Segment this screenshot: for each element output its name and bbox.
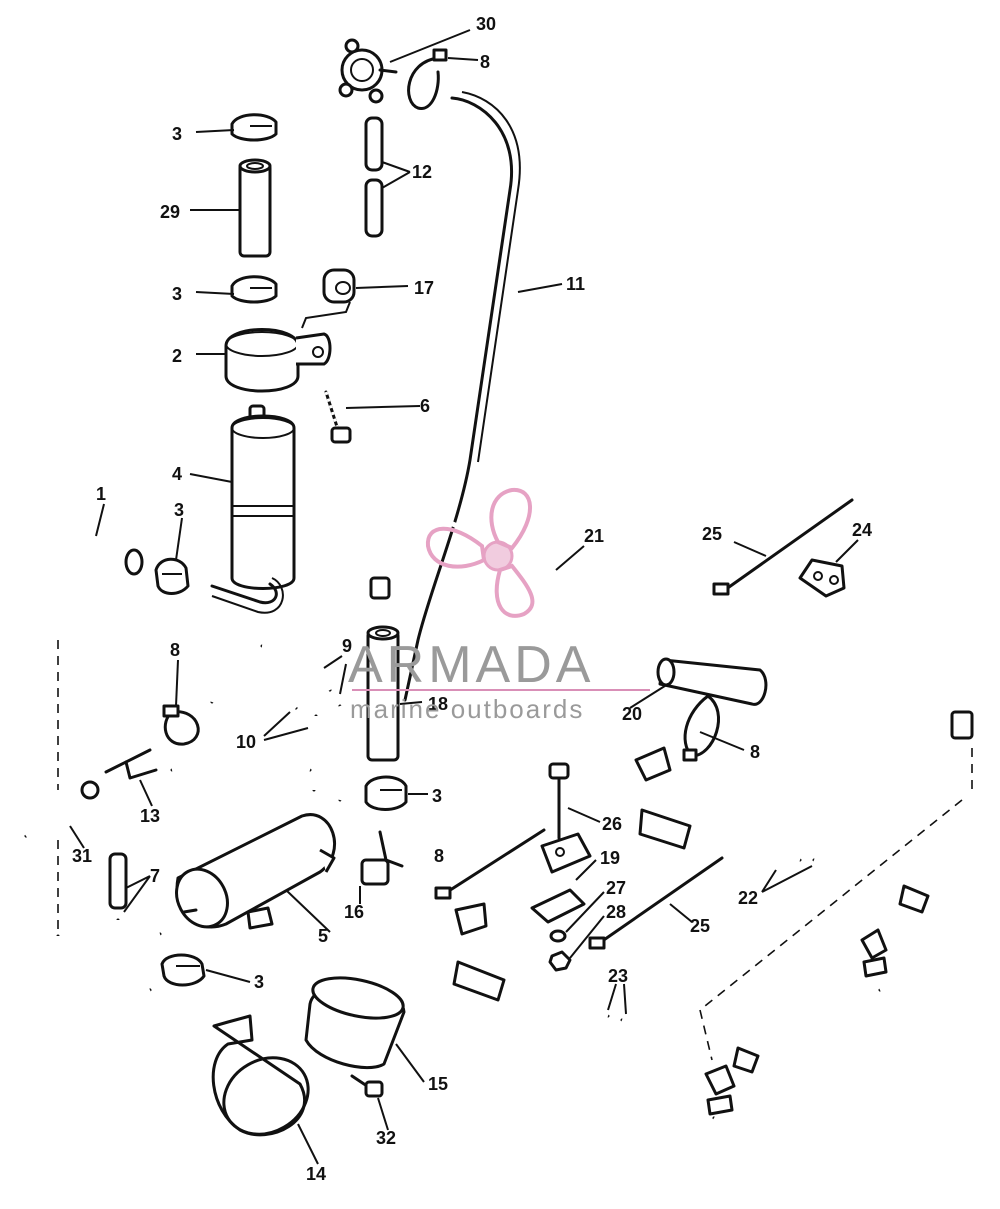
part-28-nut [548, 950, 572, 972]
callout-13: 13 [140, 806, 160, 826]
callout-26: 26 [602, 814, 622, 834]
callout-1: 1 [96, 484, 106, 504]
callout-3: 3 [172, 124, 182, 144]
part-3-clamp-d [364, 775, 408, 811]
part-9-10-hoses [170, 641, 352, 802]
part-32-bolt [350, 1074, 384, 1098]
part-11-hose [403, 96, 513, 702]
callout-3: 3 [174, 500, 184, 520]
part-8-tie-center [434, 828, 546, 900]
callout-8: 8 [480, 52, 490, 72]
part-3-clamp-b [230, 275, 278, 304]
callout-22: 22 [738, 888, 758, 908]
callout-15: 15 [428, 1074, 448, 1094]
part-3-clamp-a [230, 113, 278, 142]
part-8-clamp-left [162, 704, 200, 746]
part-12-tubes [364, 116, 384, 238]
part-3-clamp-e [160, 953, 206, 987]
part-21-fuel-line [369, 500, 974, 740]
callout-23: 23 [608, 966, 628, 986]
propeller-logo-icon [425, 487, 535, 618]
callout-9: 9 [342, 636, 352, 656]
part-23-fuel-line [438, 902, 771, 1124]
leader-lines [69, 29, 859, 1165]
part-25-tie-lower [588, 856, 724, 950]
callout-24: 24 [852, 520, 872, 540]
callout-3: 3 [172, 284, 182, 304]
part-31-hose [21, 780, 100, 842]
part-5-filter [175, 813, 337, 930]
callout-4: 4 [172, 464, 182, 484]
part-24-grommet [798, 558, 846, 598]
callout-8: 8 [750, 742, 760, 762]
callout-31: 31 [72, 846, 92, 866]
part-8-clamp-top [407, 48, 448, 110]
part-2-bracket [224, 328, 332, 393]
callout-28: 28 [606, 902, 626, 922]
part-18-sleeve [366, 625, 400, 762]
callout-14: 14 [306, 1164, 326, 1184]
callout-8: 8 [434, 846, 444, 866]
part-15-cup [304, 976, 406, 1069]
part-30-valve [338, 38, 398, 104]
part-14-bracket [211, 1014, 310, 1137]
watermark-tagline: marine outboards [350, 694, 584, 724]
part-29-hose [238, 158, 272, 258]
part-25-tie-top [712, 498, 854, 596]
part-22-fuel-line [624, 746, 961, 993]
part-16-elbow-fitting [360, 830, 404, 886]
callout-10: 10 [236, 732, 256, 752]
callout-16: 16 [344, 902, 364, 922]
part-26-bolt [548, 762, 570, 840]
callout-7: 7 [150, 866, 160, 886]
callout-30: 30 [476, 14, 496, 34]
callout-18: 18 [428, 694, 448, 714]
part-lower-elbow [50, 934, 154, 1049]
callout-2: 2 [172, 346, 182, 366]
callout-19: 19 [600, 848, 620, 868]
callout-25: 25 [702, 524, 722, 544]
part-8-clamp-right [682, 694, 720, 762]
part-27-washer [549, 929, 567, 943]
part-19-clip [530, 832, 592, 924]
callout-5: 5 [318, 926, 328, 946]
callout-21: 21 [584, 526, 604, 546]
part-4-filter [210, 404, 296, 614]
callout-20: 20 [622, 704, 642, 724]
part-7-hoses [108, 852, 162, 955]
callout-32: 32 [376, 1128, 396, 1148]
part-13-fitting [104, 748, 158, 780]
callout-17: 17 [414, 278, 434, 298]
callout-29: 29 [160, 202, 180, 222]
callout-3: 3 [432, 786, 442, 806]
watermark: ARMADA marine outboards [348, 487, 650, 724]
part-3-clamp-c [154, 557, 190, 595]
callout-12: 12 [412, 162, 432, 182]
callout-11: 11 [566, 274, 585, 294]
part-6-bolt [324, 390, 352, 444]
part-20-sleeve [656, 657, 768, 706]
callout-27: 27 [606, 878, 626, 898]
callout-3: 3 [254, 972, 264, 992]
part-17-spacer [322, 268, 356, 304]
callout-25: 25 [690, 916, 710, 936]
callout-6: 6 [420, 396, 430, 416]
callout-8: 8 [170, 640, 180, 660]
part-1-elbow-hose [40, 533, 144, 648]
watermark-brand: ARMADA [348, 636, 594, 694]
callout-labels: 30 8 3 12 29 3 17 11 2 6 4 1 3 21 25 24 … [72, 14, 872, 1184]
